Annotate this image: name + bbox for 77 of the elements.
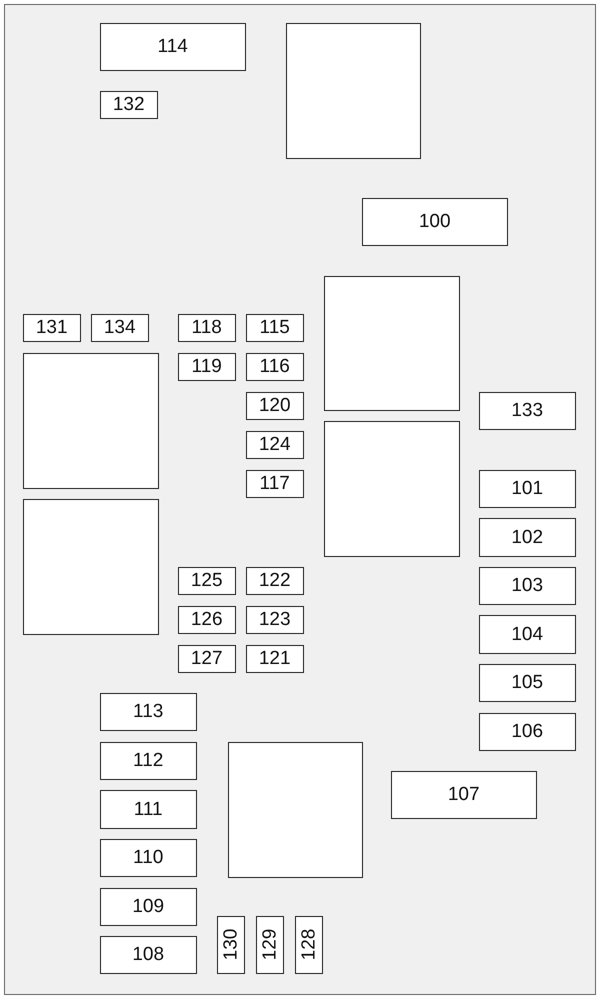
relay-slot — [324, 420, 460, 557]
fuse-slot — [246, 606, 304, 634]
fuse-slot — [100, 692, 197, 731]
fuse-number: 101 — [511, 479, 544, 498]
fuse-number: 129 — [260, 928, 280, 961]
fuse-number: 119 — [192, 357, 222, 376]
fuse-slot — [100, 936, 197, 974]
fuse-slot — [246, 352, 304, 381]
fuse-number: 105 — [511, 673, 544, 692]
fuse-number: 115 — [260, 318, 290, 338]
fuse-number: 134 — [104, 318, 136, 338]
fuse-slot — [256, 916, 284, 974]
fuse-number: 109 — [132, 897, 164, 916]
fuse-number: 113 — [133, 702, 164, 722]
fuse-slot — [100, 888, 197, 926]
fuse-slot — [100, 90, 158, 119]
fuse-slot — [478, 566, 576, 605]
fuse-number: 132 — [112, 95, 145, 114]
fuse-number: 122 — [258, 571, 291, 590]
fuse-number: 133 — [511, 401, 544, 420]
fuse-slot — [22, 314, 81, 342]
fuse-number: 123 — [258, 610, 291, 630]
fuse-slot — [90, 314, 149, 342]
fuse-number: 111 — [134, 800, 163, 819]
fuse-number: 106 — [511, 722, 544, 742]
relay-slot — [228, 742, 363, 878]
relay-slot — [286, 22, 421, 159]
fuse-slot — [246, 392, 304, 420]
relay-slot — [324, 276, 460, 411]
fuse-number: 114 — [158, 37, 188, 56]
fuse-slot — [178, 352, 236, 381]
relay-slot — [22, 352, 159, 489]
fuse-number: 103 — [511, 576, 544, 596]
fuse-slot — [294, 916, 323, 974]
fuse-slot — [246, 470, 304, 498]
fuse-slot — [478, 518, 576, 557]
fuse-number: 107 — [448, 785, 480, 804]
fuse-number: 127 — [190, 649, 223, 668]
fuse-number: 128 — [299, 928, 318, 961]
fuse-slot — [100, 838, 197, 877]
fuse-number: 126 — [190, 610, 223, 630]
fuse-slot — [390, 770, 537, 819]
fuse-slot — [216, 916, 245, 974]
fuse-slot — [478, 470, 576, 508]
fuse-slot — [100, 742, 197, 780]
fuse-number: 110 — [133, 848, 164, 868]
fuse-slot — [478, 392, 576, 430]
fuse-slot — [246, 314, 304, 342]
fuse-slot — [478, 712, 576, 751]
fuse-number: 121 — [258, 649, 291, 668]
fuse-number: 131 — [36, 318, 68, 338]
fuse-slot — [246, 566, 304, 595]
fuse-slot — [178, 314, 236, 342]
fuse-number: 125 — [190, 571, 223, 590]
fuse-slot — [178, 606, 236, 634]
fuse-number: 112 — [133, 751, 164, 770]
fuse-number: 118 — [192, 318, 222, 338]
fuse-number: 130 — [221, 928, 240, 961]
fuse-slot — [100, 22, 246, 71]
fuse-slot — [178, 566, 236, 595]
fuse-slot — [362, 198, 508, 246]
fuse-number: 116 — [260, 357, 290, 376]
fuse-number: 104 — [511, 624, 544, 644]
fuse-slot — [100, 790, 197, 829]
fuse-slot — [478, 614, 576, 654]
fuse-number: 100 — [418, 212, 451, 232]
fuse-number: 124 — [258, 435, 291, 454]
relay-slot — [22, 498, 159, 635]
fuse-slot — [178, 644, 236, 673]
fuse-number: 102 — [511, 528, 544, 547]
fuse-number: 108 — [132, 945, 164, 964]
fuse-slot — [478, 664, 576, 702]
fuse-number: 117 — [260, 474, 290, 494]
fuse-slot — [246, 430, 304, 459]
fuse-number: 120 — [258, 396, 291, 416]
fuse-box-panel — [4, 4, 596, 995]
fuse-slot — [246, 644, 304, 673]
